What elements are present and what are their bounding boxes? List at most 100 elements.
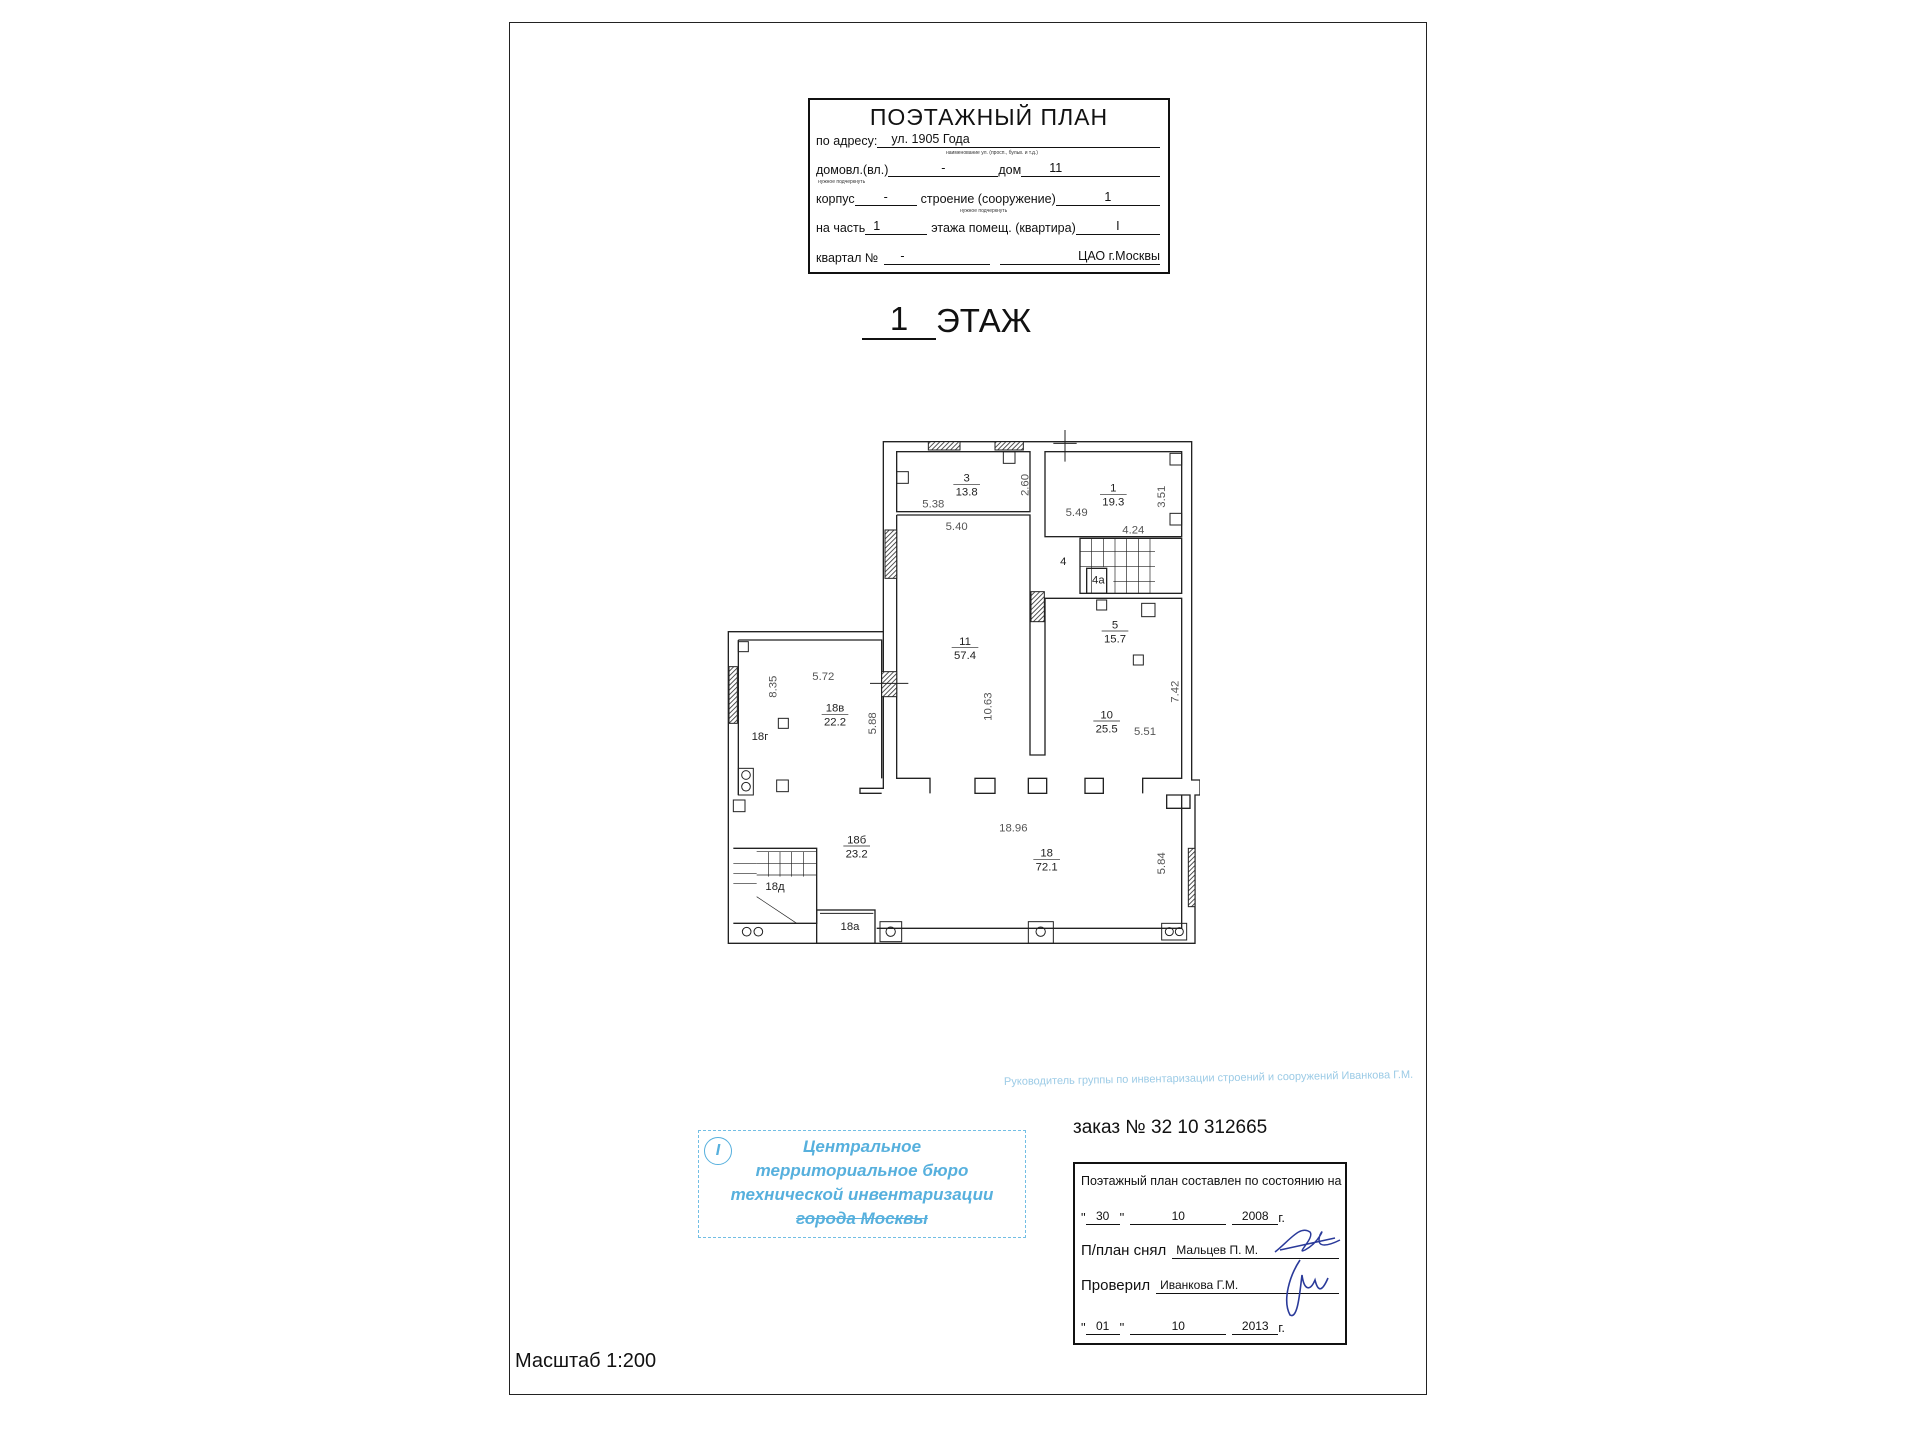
date2-year: 2013 <box>1232 1319 1279 1335</box>
room-number: 5 <box>1112 619 1118 631</box>
room-number: 10 <box>1100 709 1113 721</box>
date-row-1: " 30 " 10 2008 г. <box>1081 1209 1339 1225</box>
address-value: ул. 1905 Года <box>877 132 1160 148</box>
drawn-name: Мальцев П. М. <box>1172 1243 1339 1259</box>
room-label: 4а <box>1092 574 1105 586</box>
signature-maltsev <box>1274 1229 1341 1253</box>
fixtures <box>732 430 1188 944</box>
room-area: 19.3 <box>1102 497 1124 509</box>
checked-name: Иванкова Г.М. <box>1156 1278 1339 1294</box>
date1-day: 30 <box>1085 1209 1120 1225</box>
room-area: 57.4 <box>954 650 976 662</box>
dimension-label: 8.35 <box>768 676 780 698</box>
dimension-label: 18.96 <box>999 823 1027 835</box>
date-row-2: " 01 " 10 2013 г. <box>1081 1319 1339 1335</box>
date1-year: 2008 <box>1232 1209 1279 1225</box>
room-number: 3 <box>964 473 970 485</box>
stamp-mark: I <box>704 1137 732 1165</box>
checked-row: Проверил Иванкова Г.М. <box>1081 1277 1339 1294</box>
kvartal-label: квартал № <box>816 251 879 265</box>
domovl-label: домовл.(вл.) <box>816 163 889 177</box>
quote: " <box>1119 1210 1125 1225</box>
room-area: 25.5 <box>1096 723 1118 735</box>
part-row: на часть 1 этажа помещ. (квартира) I <box>816 219 1160 235</box>
dimension-label: 3.51 <box>1156 486 1168 508</box>
domovl-value: - <box>888 161 999 177</box>
room-area: 23.2 <box>846 848 868 860</box>
signatures <box>1274 1229 1341 1317</box>
room-area: 13.8 <box>956 487 978 499</box>
room-area: 15.7 <box>1104 633 1126 645</box>
signoff-block: Поэтажный план составлен по состоянию на… <box>1073 1162 1347 1345</box>
dimension-label: 10.63 <box>983 692 995 720</box>
order-number: заказ № 32 10 312665 <box>1073 1117 1268 1138</box>
room-number: 18в <box>826 703 845 715</box>
sheet-border <box>509 22 1427 1395</box>
drawn-label: П/план снял <box>1081 1242 1167 1259</box>
domovl-row: домовл.(вл.) - дом 11 <box>816 161 1160 177</box>
quote: " <box>1081 1320 1086 1335</box>
signoff-heading: Поэтажный план составлен по состоянию на <box>1081 1174 1342 1188</box>
signature-ivankova <box>1285 1259 1329 1317</box>
floor-plan: 3 13.8 1 19.3 11 57.4 5 15.7 10 25.5 18в 22.2 18б 23.… <box>727 430 1200 944</box>
korpus-label: корпус <box>816 192 855 206</box>
part-value: 1 <box>865 219 928 235</box>
dimension-label: 7.42 <box>1169 681 1181 703</box>
walls <box>727 441 1200 944</box>
floor-label: ЭТАЖ <box>936 302 1032 339</box>
stamp-line: территориальное бюро <box>755 1161 969 1180</box>
dimension-label: 5.38 <box>922 498 944 510</box>
room-number: 18б <box>847 834 867 846</box>
stamp-line: Центральное <box>802 1137 922 1156</box>
floor-heading: 1 ЭТАЖ <box>862 300 1031 340</box>
room-label: 18а <box>841 921 861 933</box>
date2-suffix: г. <box>1278 1320 1286 1335</box>
floor-room-label: этажа помещ. (квартира) <box>931 221 1076 235</box>
floor-room-value: I <box>1075 219 1160 235</box>
kvartal-row: квартал № - ЦАО г.Москвы <box>816 249 1160 265</box>
stroenie-hint: нужное подчеркнуть <box>960 208 1008 214</box>
room-area: 22.2 <box>824 717 846 729</box>
quote: " <box>1081 1210 1086 1225</box>
quote: " <box>1119 1320 1125 1335</box>
domovl-hint: нужное подчеркнуть <box>818 179 866 185</box>
stamp-line: технической инвентаризации <box>730 1185 994 1204</box>
dimension-label: 5.40 <box>946 521 968 533</box>
stroenie-value: 1 <box>1055 190 1160 206</box>
checked-label: Проверил <box>1081 1277 1151 1294</box>
room-number: 11 <box>959 636 971 648</box>
district-value: ЦАО г.Москвы <box>1000 249 1160 265</box>
plan-title: ПОЭТАЖНЫЙ ПЛАН <box>869 104 1109 130</box>
stair-grid <box>733 538 1155 924</box>
room-number: 1 <box>1110 483 1116 495</box>
date1-suffix: г. <box>1278 1210 1286 1225</box>
dimension-label: 5.84 <box>1156 852 1168 874</box>
stroenie-label: строение (сооружение) <box>920 192 1056 206</box>
bti-stamp: I Центральное территориальное бюро техни… <box>698 1130 1026 1238</box>
window-hatches <box>728 441 1196 908</box>
dimension-label: 2.60 <box>1019 474 1031 496</box>
korpus-row: корпус - строение (сооружение) 1 <box>816 190 1160 206</box>
dimension-label: 5.88 <box>867 712 879 734</box>
room-label: 18д <box>765 881 785 893</box>
address-row: по адресу: ул. 1905 Года <box>816 132 1160 148</box>
korpus-value: - <box>854 190 917 206</box>
floor-number: 1 <box>862 300 936 340</box>
title-block: ПОЭТАЖНЫЙ ПЛАН по адресу: ул. 1905 Года … <box>808 98 1170 274</box>
plan-labels: 3 13.8 1 19.3 11 57.4 5 15.7 10 25.5 18в 22.2 18б 23.… <box>752 473 1182 933</box>
date2-month: 10 <box>1130 1319 1227 1335</box>
drawn-row: П/план снял Мальцев П. М. <box>1081 1242 1339 1259</box>
part-label: на часть <box>816 221 866 235</box>
room-number: 18 <box>1040 848 1053 860</box>
scale-label: Масштаб 1:200 <box>515 1350 657 1372</box>
room-area: 72.1 <box>1036 862 1058 874</box>
date1-month: 10 <box>1130 1209 1227 1225</box>
dimension-label: 5.72 <box>812 671 834 683</box>
columns <box>974 777 1104 794</box>
room-label: 4 <box>1060 556 1066 568</box>
address-label: по адресу: <box>816 134 878 148</box>
dimension-label: 4.24 <box>1122 524 1144 536</box>
dom-value: 11 <box>1021 161 1160 177</box>
dom-label: дом <box>998 163 1022 177</box>
address-hint: наименование ул. (просп., бульв. и т.д.) <box>946 150 1038 156</box>
